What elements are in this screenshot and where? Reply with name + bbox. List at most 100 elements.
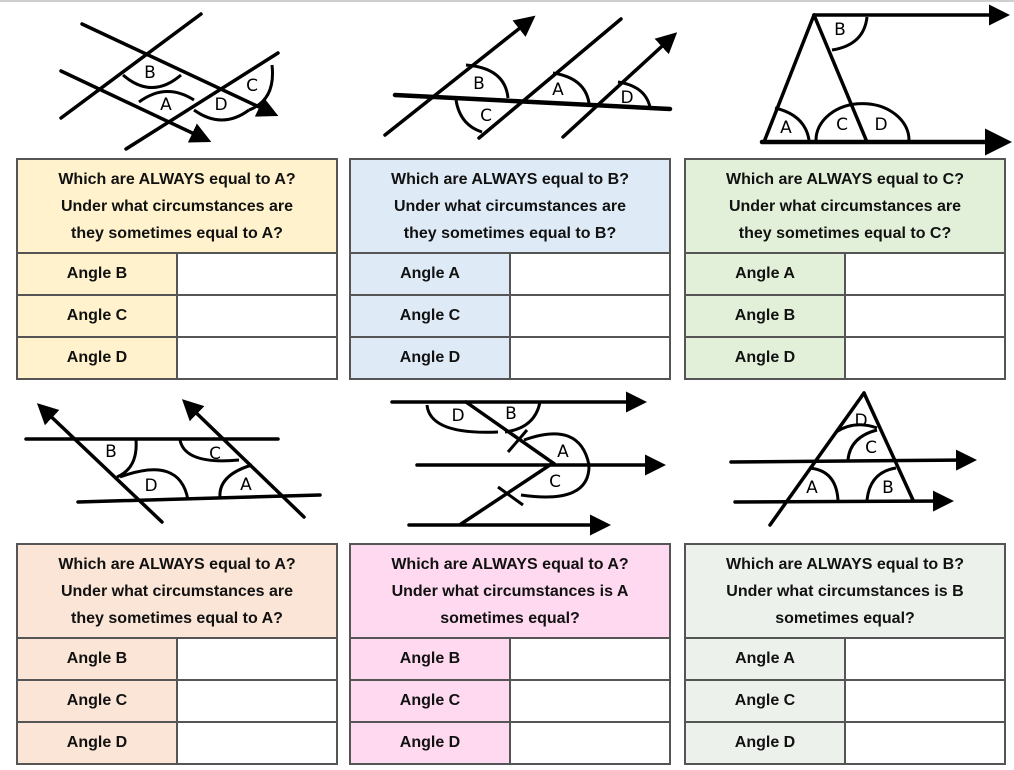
question-line: they sometimes equal to A? [71,224,283,242]
angle-label: C [246,76,258,96]
answer-cell[interactable] [176,721,338,765]
angle-arc [808,466,840,501]
question-table-1: Which are ALWAYS equal to A?Under what c… [16,158,338,380]
answer-cell[interactable] [176,336,338,380]
answer-cell[interactable] [176,637,338,681]
line [561,32,678,139]
angle-label: D [620,88,633,108]
answer-cell[interactable] [844,679,1006,723]
angle-label: A [780,118,792,138]
answer-cell[interactable] [844,294,1006,338]
diagram-5: D B A C [390,391,666,536]
angle-arc [835,423,878,434]
question-line: Under what circumstances is A [391,582,629,600]
tick-mark [506,429,529,453]
question-header: Which are ALWAYS equal to A?Under what c… [16,158,338,254]
question-header: Which are ALWAYS equal to B?Under what c… [684,543,1006,639]
angle-arc [193,108,250,122]
angle-arc [846,428,878,461]
answer-cell[interactable] [844,721,1006,765]
question-table-6: Which are ALWAYS equal to B?Under what c… [684,543,1006,765]
question-line: sometimes equal? [440,609,580,627]
question-header: Which are ALWAYS equal to B? Under what c… [349,158,671,254]
line [181,399,306,519]
tick-mark [497,485,524,507]
question-line: Under what circumstances are [393,197,627,215]
answer-cell[interactable] [844,252,1006,296]
top-border [0,0,1014,2]
answer-cell[interactable] [509,252,671,296]
line [733,490,954,512]
question-line: Under what circumstances are [60,197,294,215]
line [124,51,280,151]
answer-cell[interactable] [176,679,338,723]
angle-row-label: Angle D [16,336,178,380]
angle-row-label: Angle B [349,637,511,681]
angle-arc [774,106,811,141]
line [762,13,816,144]
angle-row-label: Angle C [684,679,846,723]
angle-label: A [240,475,252,495]
answer-cell[interactable] [176,294,338,338]
angle-row-label: Angle A [684,252,846,296]
question-table-3: Which are ALWAYS equal to C?Under what c… [684,158,1006,380]
question-table-2: Which are ALWAYS equal to B? Under what c… [349,158,671,380]
angle-row-label: Angle C [16,679,178,723]
question-line: they sometimes equal to A? [71,609,283,627]
angle-label: D [451,406,464,426]
line [80,22,279,117]
question-header: Which are ALWAYS equal to A?Under what c… [349,543,671,639]
answer-cell[interactable] [844,637,1006,681]
angle-label: A [806,478,818,498]
angle-row-label: Angle B [16,637,178,681]
angle-row-label: Angle D [684,721,846,765]
angle-arc [119,468,190,501]
question-line: sometimes equal? [775,609,915,627]
angle-arc [523,432,591,466]
angle-label: B [105,442,117,462]
question-line: Which are ALWAYS equal to B? [726,555,964,573]
answer-cell[interactable] [509,294,671,338]
angle-arc [504,401,542,434]
answer-cell[interactable] [509,679,671,723]
angle-arc [425,404,499,434]
line [76,493,322,504]
angle-arc [138,90,195,104]
angle-row-label: Angle D [349,721,511,765]
question-line: they sometimes equal to B? [403,224,617,242]
angle-label: C [549,472,561,492]
question-line: Under what circumstances are [60,582,294,600]
answer-cell[interactable] [509,637,671,681]
angle-row-label: Angle A [349,252,511,296]
angle-label: B [473,74,485,94]
angle-arc [454,99,483,134]
angle-label: B [505,404,517,424]
question-line: Which are ALWAYS equal to C? [726,170,964,188]
answer-cell[interactable] [176,252,338,296]
diagram-1: B A D C [59,12,280,151]
diagram-3: B A C D [759,4,1012,156]
angle-arc [218,463,253,499]
question-line: Which are ALWAYS equal to B? [391,170,629,188]
answer-cell[interactable] [844,336,1006,380]
angle-label: D [874,115,887,135]
diagram-6: D C A B [729,391,977,527]
angle-row-label: Angle B [684,294,846,338]
answer-cell[interactable] [509,336,671,380]
angle-row-label: Angle D [349,336,511,380]
question-table-5: Which are ALWAYS equal to A?Under what c… [349,543,671,765]
angle-arc [465,63,510,99]
angle-label: B [834,20,846,40]
diagram-4: B C D A [24,399,322,524]
line [36,403,164,524]
angle-row-label: Angle C [16,294,178,338]
question-line: Which are ALWAYS equal to A? [58,555,296,573]
line [729,449,977,471]
angle-arc [178,439,240,463]
angle-row-label: Angle D [16,721,178,765]
answer-cell[interactable] [509,721,671,765]
angle-label: A [160,95,172,115]
angle-label: D [854,411,867,431]
transversal [392,92,673,112]
